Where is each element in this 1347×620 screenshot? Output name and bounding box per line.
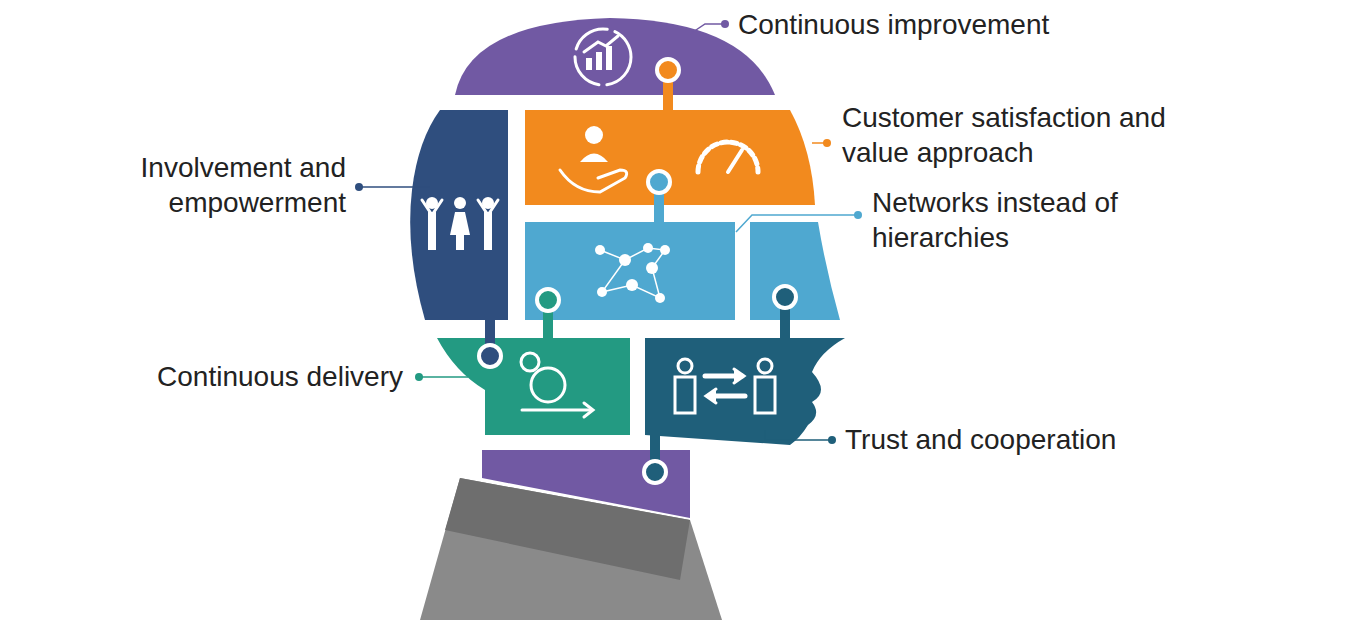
orange-piece (525, 110, 815, 205)
drawing-circle (597, 287, 607, 297)
drawing-polyline (422, 200, 442, 215)
drawing-path (560, 170, 627, 192)
drawing-rect (663, 80, 673, 115)
drawing-rect (596, 52, 602, 70)
drawing-rect (606, 46, 612, 70)
drawing-polyline (584, 403, 593, 417)
forehead-piece (750, 222, 840, 320)
drawing-polyline (765, 430, 829, 440)
purple-cap (455, 18, 775, 95)
trust-icon (675, 359, 775, 413)
drawing-line (362, 186, 430, 188)
drawing-circle (657, 59, 679, 81)
drawing-circle (648, 171, 670, 193)
drawing-polyline (600, 248, 665, 298)
delivery-icon (521, 353, 593, 417)
head-pieces (410, 18, 845, 518)
purple-neck (482, 450, 690, 518)
drawing-circle (854, 211, 862, 219)
people-icon (426, 197, 494, 250)
drawing-path (698, 142, 758, 172)
callout-label: Continuous improvement (738, 7, 1158, 42)
drawing-circle (537, 289, 559, 311)
puzzle-knobs (479, 59, 796, 483)
drawing-circle (646, 262, 658, 274)
drawing-polyline (736, 215, 855, 232)
face-piece (645, 338, 845, 445)
drawing-circle (355, 183, 363, 191)
drawing-line (812, 142, 824, 144)
drawing-circle (823, 139, 831, 147)
drawing-path (580, 154, 608, 163)
drawing-circle (644, 461, 666, 483)
drawing-circle (454, 197, 466, 209)
drawing-circle (521, 353, 539, 371)
drawing-circle (828, 436, 836, 444)
drawing-polyline (478, 200, 498, 215)
drawing-rect (456, 235, 464, 250)
drawing-circle (678, 359, 692, 373)
drawing-polyline (690, 24, 722, 34)
drawing-circle (660, 245, 670, 255)
drawing-rect (586, 58, 592, 70)
drawing-circle (721, 20, 729, 28)
people-arms (422, 200, 498, 215)
drawing-rect (675, 377, 695, 413)
drawing-circle (479, 345, 501, 367)
drawing-line (522, 409, 592, 412)
improvement-icon (575, 29, 631, 85)
drawing-circle (575, 29, 631, 85)
callout-label: Trust and cooperation (845, 422, 1245, 457)
drawing-polyline (584, 36, 618, 52)
blue-left-piece (410, 110, 508, 320)
drawing-rect (755, 377, 775, 413)
icons (422, 29, 775, 417)
callout-label: Involvement and empowerment (76, 150, 346, 220)
network-icon (595, 243, 670, 303)
drawing-circle (758, 359, 772, 373)
drawing-circle (655, 293, 665, 303)
drawing-circle (595, 245, 605, 255)
drawing-circle (585, 126, 603, 144)
light-blue-piece (525, 222, 735, 320)
drawing-circle (415, 373, 423, 381)
drawing-circle (531, 368, 565, 402)
callout-label: Continuous delivery (73, 359, 403, 394)
drawing-polyline (734, 369, 744, 383)
drawing-circle (626, 279, 638, 291)
green-piece (437, 338, 630, 435)
drawing-path (450, 212, 470, 235)
drawing-circle (774, 286, 796, 308)
drawing-polyline (706, 389, 716, 403)
drawing-circle (643, 243, 653, 253)
drawing-circle (619, 254, 631, 266)
leader-lines (355, 20, 862, 444)
callout-label: Customer satisfaction and value approach (842, 100, 1172, 170)
drawing-line (728, 150, 742, 172)
drawing-line (422, 376, 468, 378)
drawing-g (595, 243, 670, 303)
callout-label: Networks instead of hierarchies (872, 185, 1182, 255)
customer-icon (560, 126, 758, 192)
